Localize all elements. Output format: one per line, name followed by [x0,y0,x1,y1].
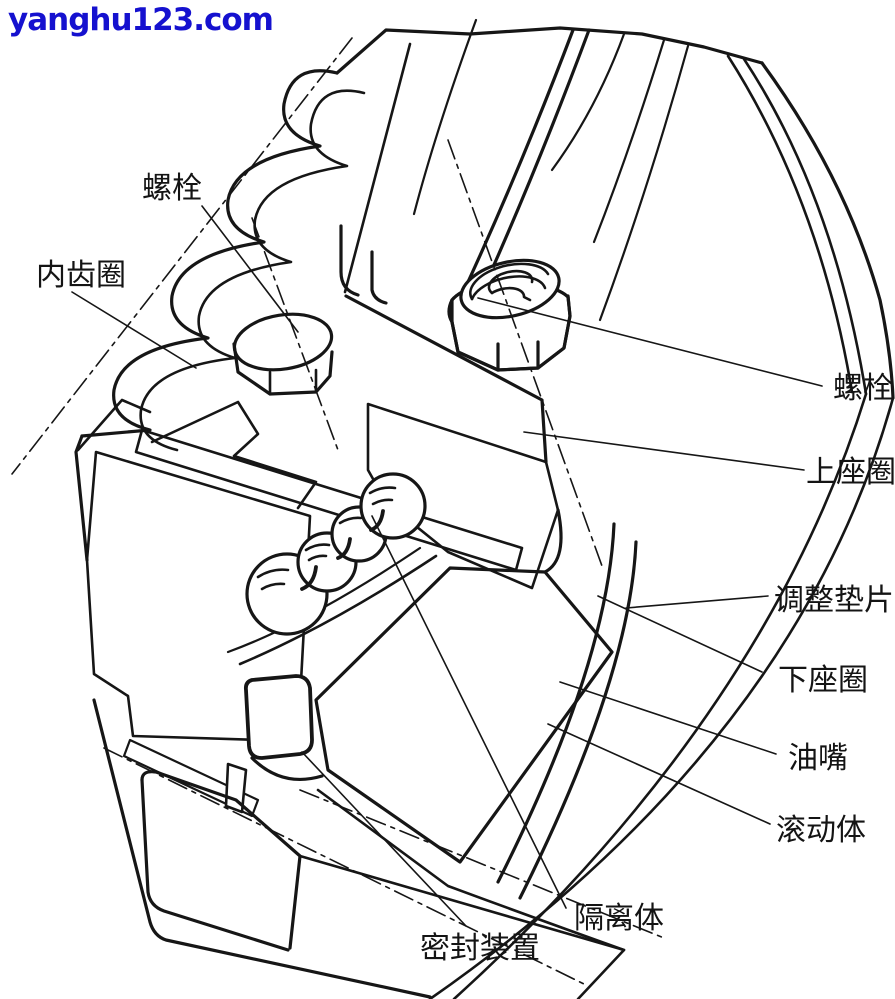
rolling-element-balls [245,472,427,636]
label-bolt-left: 螺栓 [142,172,202,205]
label-sealing-device: 密封装置 [420,932,540,965]
leader-lines [71,205,823,927]
label-adjusting-shim: 调整垫片 [774,584,894,617]
label-rolling-element: 滚动体 [776,814,866,847]
separator-spacers [300,509,385,591]
part-labels: 螺栓 内齿圈 螺栓 上座圈 调整垫片 下座圈 油嘴 滚动体 隔离体 密封装置 [36,172,895,965]
sealing-device-profile [224,674,324,814]
label-lower-seat-ring: 下座圈 [778,664,868,697]
lower-seat-ring-section-hatch [314,566,614,864]
label-bolt-right: 螺栓 [833,372,893,405]
centerlines [11,37,665,987]
lock-nut-with-washer [447,258,572,372]
label-inner-gear-ring: 内齿圈 [36,259,126,292]
label-upper-seat-ring: 上座圈 [806,456,895,489]
site-watermark: yanghu123.com [8,2,274,38]
outer-ring-top-face [335,18,895,400]
inner-ring-flange [76,224,563,574]
label-separator: 隔离体 [574,902,664,935]
hex-bolt-head [232,312,334,396]
label-grease-nipple: 油嘴 [788,742,848,775]
gear-teeth [74,69,366,562]
raceway-band-line [238,554,438,666]
